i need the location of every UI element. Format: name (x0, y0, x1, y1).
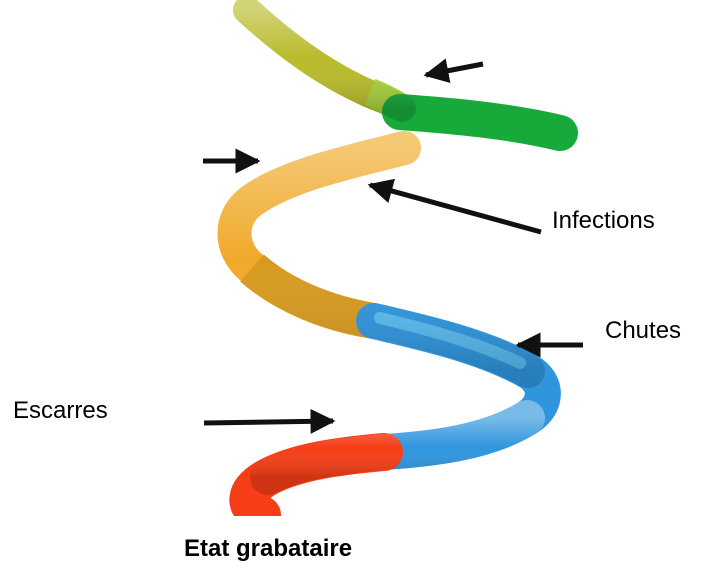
label-etat-grabataire: Etat grabataire (184, 535, 352, 562)
spiral-shading-bottom (268, 418, 527, 477)
spiral-shading-top (247, 10, 402, 108)
escarres-arrow (204, 421, 333, 423)
spiral-shading-middle (234, 148, 528, 371)
spiral-segment-green (400, 112, 560, 133)
diagram-bottom-cover (0, 516, 710, 566)
top-arrow (426, 64, 483, 75)
label-chutes: Chutes (605, 317, 681, 344)
label-infections: Infections (552, 207, 655, 234)
spiral-ribbon (0, 10, 710, 566)
infections-arrow (370, 185, 541, 232)
label-escarres: Escarres (13, 397, 108, 424)
